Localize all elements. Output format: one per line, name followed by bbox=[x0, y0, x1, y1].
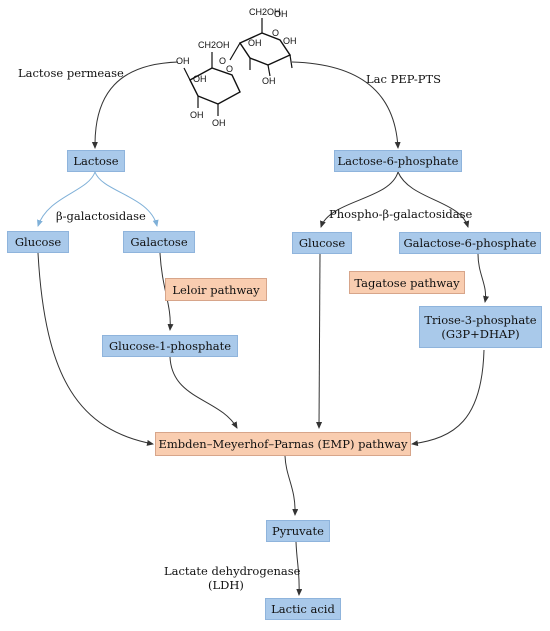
mol-label-oh: OH bbox=[274, 9, 288, 19]
mol-label-oh: OH bbox=[262, 76, 276, 86]
lactic-acid-node: Lactic acid bbox=[265, 598, 341, 620]
arrow-l6p-to-glucose bbox=[320, 171, 399, 228]
ldh-label-line2: (LDH) bbox=[208, 578, 244, 592]
arrow-glucose-1-phosphate-to-emp bbox=[169, 356, 238, 429]
triose-line1: Triose-3-phosphate bbox=[424, 313, 537, 327]
phospho-beta-galactosidase-label: Phospho-β-galactosidase bbox=[329, 207, 473, 221]
glucose-right-node: Glucose bbox=[292, 232, 352, 254]
mol-label-ch2oh-left: CH2OH bbox=[198, 40, 230, 50]
leloir-pathway-box: Leloir pathway bbox=[165, 278, 267, 301]
mol-label-oh: OH bbox=[176, 56, 190, 66]
glucose-1-phosphate-node: Glucose-1-phosphate bbox=[102, 335, 238, 357]
ldh-label-line1: Lactate dehydrogenase bbox=[164, 564, 301, 578]
arrow-l6p-to-galactose-6-phosphate bbox=[397, 171, 470, 228]
arrow-emp-to-pyruvate bbox=[284, 455, 299, 516]
glucose-oh-bond-3 bbox=[289, 54, 293, 69]
lac-pep-pts-label: Lac PEP-PTS bbox=[366, 72, 442, 86]
arrow-triose-to-emp bbox=[411, 349, 485, 447]
arrow-to-lactose bbox=[91, 61, 179, 149]
arrow-to-lactose-6-phosphate bbox=[291, 61, 401, 149]
mol-label-o-right: O bbox=[272, 28, 279, 38]
mol-label-o-left: O bbox=[219, 56, 226, 66]
glycosidic-bond bbox=[229, 42, 241, 61]
triose-line2: (G3P+DHAP) bbox=[441, 327, 520, 341]
galactose-node: Galactose bbox=[123, 231, 195, 253]
mol-label-oh: OH bbox=[193, 74, 207, 84]
arrow-glucose-right-to-emp bbox=[316, 253, 323, 429]
lactose-6-phosphate-node: Lactose-6-phosphate bbox=[334, 150, 462, 172]
emp-pathway-box: Embden–Meyerhof–Parnas (EMP) pathway bbox=[155, 432, 411, 456]
mol-label-oh: OH bbox=[190, 110, 204, 120]
mol-label-oh: OH bbox=[212, 118, 226, 128]
arrow-glucose-left-to-emp bbox=[37, 252, 154, 446]
lactose-node: Lactose bbox=[67, 150, 125, 172]
lactose-molecule-structure: CH2OH OH O OH OH OH CH2OH O OH O OH OH O… bbox=[176, 7, 297, 128]
triose-3-phosphate-node: Triose-3-phosphate (G3P+DHAP) bbox=[419, 306, 542, 348]
beta-galactosidase-label: β-galactosidase bbox=[56, 209, 146, 223]
glucose-oh-bond-2 bbox=[267, 64, 271, 77]
arrow-lactose-to-galactose bbox=[94, 171, 159, 227]
galactose-6-phosphate-node: Galactose-6-phosphate bbox=[399, 232, 541, 254]
mol-label-o-link: O bbox=[226, 64, 233, 74]
mol-label-oh: OH bbox=[248, 38, 262, 48]
pyruvate-node: Pyruvate bbox=[266, 520, 330, 542]
glucose-left-node: Glucose bbox=[7, 231, 69, 253]
galactose-oh-bond-1 bbox=[183, 67, 191, 81]
mol-label-ch2oh-right: CH2OH bbox=[249, 7, 281, 17]
arrow-pyruvate-to-lactic-acid bbox=[295, 541, 303, 596]
arrow-lactose-to-glucose bbox=[37, 171, 96, 227]
mol-label-oh: OH bbox=[283, 36, 297, 46]
lactose-permease-label: Lactose permease bbox=[18, 66, 124, 80]
tagatose-pathway-box: Tagatose pathway bbox=[349, 271, 465, 294]
arrow-galactose-6-phosphate-to-triose bbox=[477, 253, 489, 303]
